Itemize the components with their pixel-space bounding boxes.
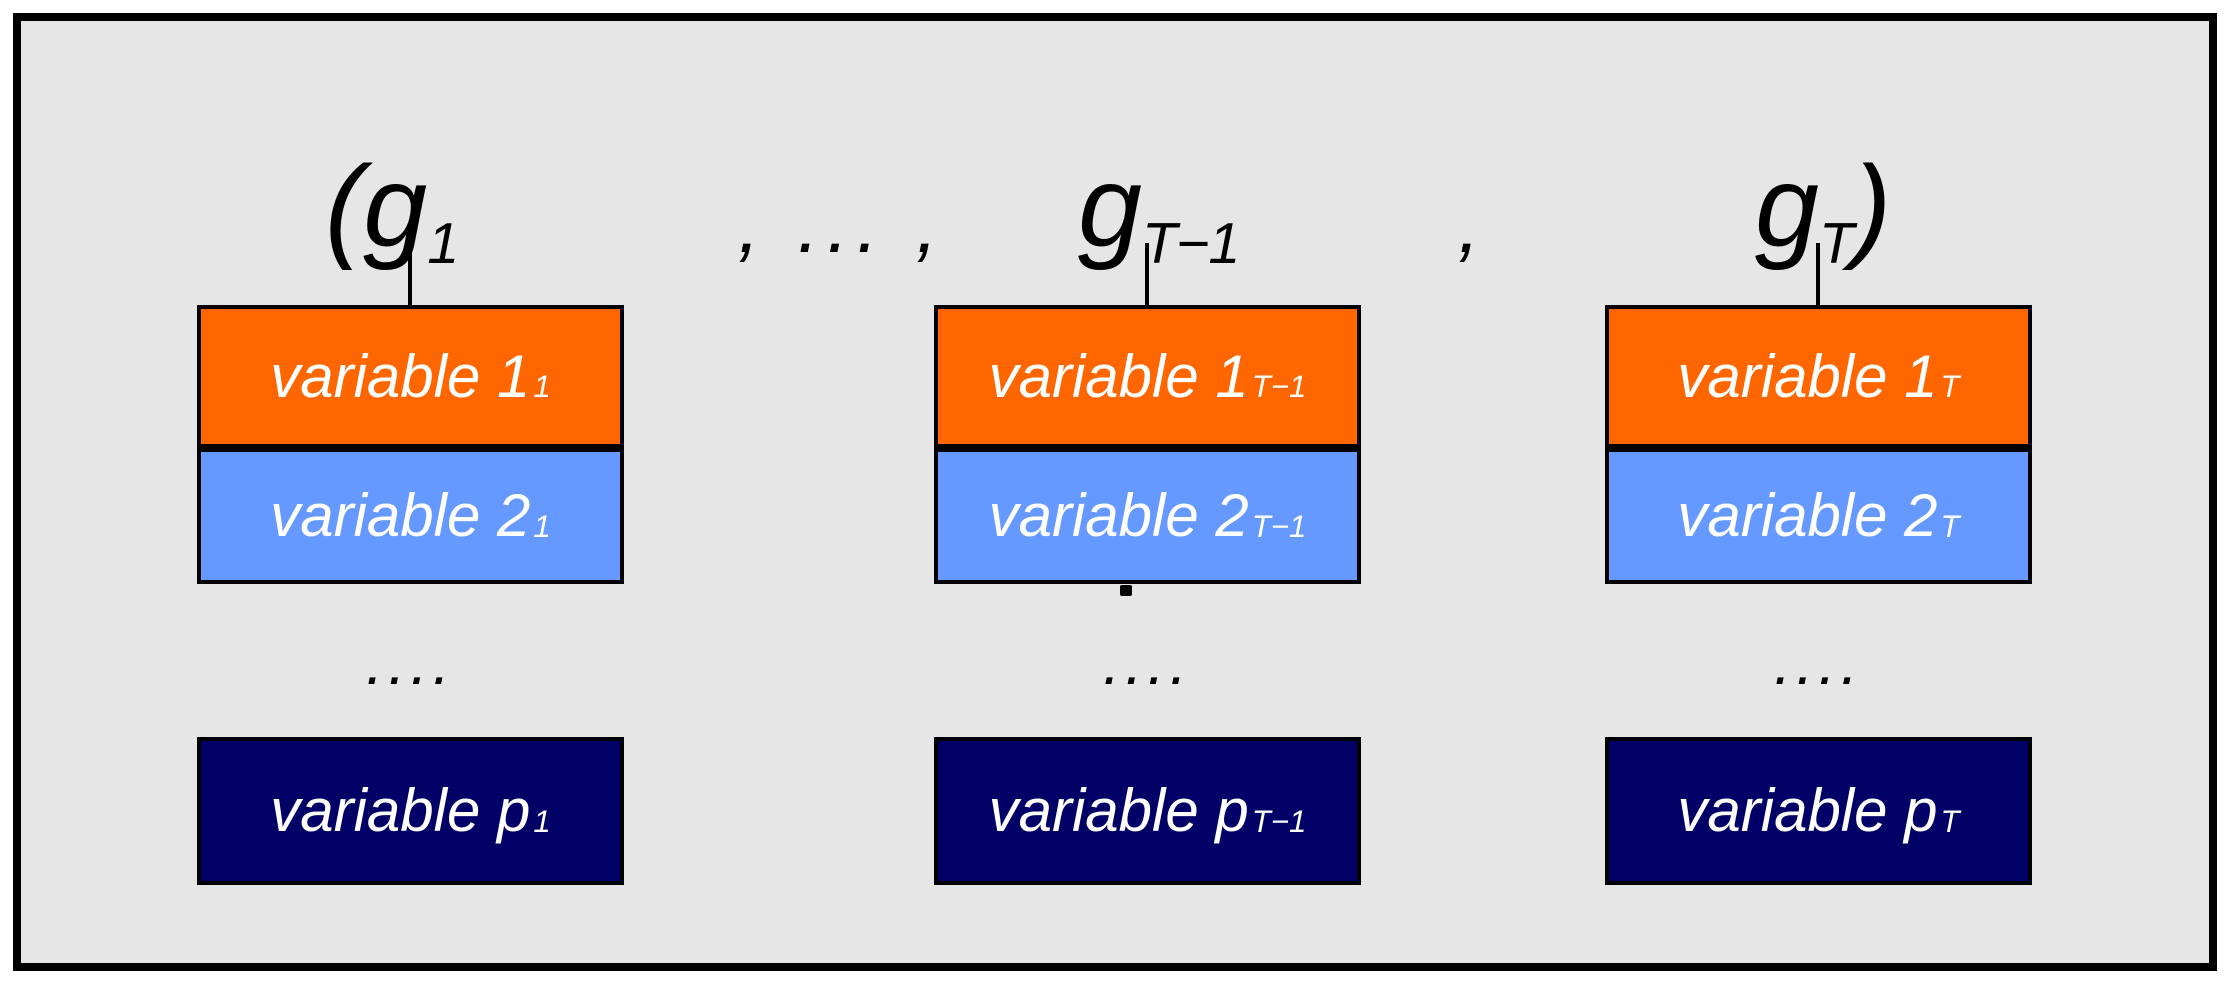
ellipsis-dots-tT: .... — [1774, 629, 1863, 698]
formula-separator-comma: , — [1458, 181, 1488, 269]
group-label-gT-subscript: T — [1818, 212, 1854, 277]
variable-p-subscript-t1: 1 — [533, 803, 551, 839]
connector-line-t1 — [408, 243, 412, 305]
formula-separator-ellipsis: , ... , — [738, 181, 946, 269]
group-label-gT-post: ) — [1852, 143, 1892, 271]
connector-line-tT-1 — [1145, 243, 1149, 305]
variable-2-label-tT-1: variable 2 — [988, 482, 1249, 549]
variable-1-label-t1: variable 1 — [270, 342, 531, 410]
group-label-g1-main: (g — [325, 143, 428, 271]
variable-2-label-t1: variable 2 — [270, 482, 531, 549]
group-label-g1-subscript: 1 — [427, 212, 459, 277]
variable-1-subscript-tT-1: T−1 — [1251, 369, 1307, 405]
ellipsis-dots-t1: .... — [366, 629, 455, 698]
variable-1-label-tT: variable 1 — [1677, 342, 1938, 410]
variable-p-subscript-tT-1: T−1 — [1251, 803, 1307, 839]
group-label-g1: (g1 — [325, 150, 459, 274]
variable-2-subscript-t1: 1 — [533, 508, 551, 544]
group-label-gT-1-main: g — [1078, 143, 1142, 271]
variable-1-subscript-t1: 1 — [533, 369, 551, 405]
group-label-gT-main: g — [1755, 143, 1819, 271]
variable-p-label-t1: variable p — [270, 777, 531, 844]
group-label-gT: gT) — [1755, 150, 1891, 274]
variable-2-label-tT: variable 2 — [1677, 482, 1938, 549]
connector-line-tT — [1816, 243, 1820, 305]
variable-p-label-tT-1: variable p — [988, 777, 1249, 844]
group-label-gT-1: gT−1 — [1078, 150, 1240, 274]
variable-p-subscript-tT: T — [1940, 803, 1960, 839]
ellipsis-dots-tT-1: .... — [1103, 629, 1192, 698]
variable-1-subscript-tT: T — [1940, 369, 1960, 405]
variable-2-subscript-tT-1: T−1 — [1251, 508, 1307, 544]
variable-2-subscript-tT: T — [1940, 508, 1960, 544]
group-label-gT-1-subscript: T−1 — [1141, 212, 1240, 277]
variable-1-label-tT-1: variable 1 — [988, 342, 1249, 410]
variable-p-label-tT: variable p — [1677, 777, 1938, 844]
stray-dot-artifact — [1120, 585, 1132, 596]
